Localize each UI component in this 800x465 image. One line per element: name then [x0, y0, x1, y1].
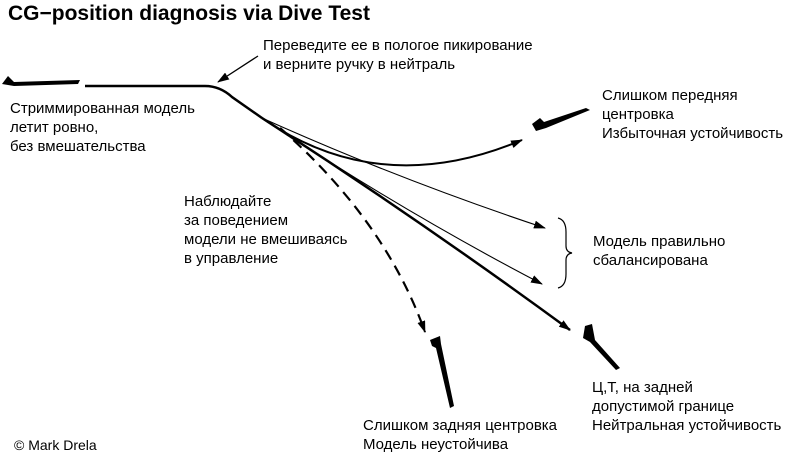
glider-steep-icon: [430, 336, 454, 408]
glider-neutral-icon: [583, 324, 620, 370]
path-too-aft: [279, 127, 427, 333]
brace-icon: [557, 217, 573, 289]
glider-level-icon: [2, 76, 80, 86]
path-balanced-1: [261, 117, 546, 229]
glider-nose-up-icon: [532, 108, 590, 131]
level-flight-path: [85, 84, 263, 120]
copyright: © Mark Drela: [14, 437, 97, 453]
path-too-forward: [261, 117, 523, 167]
diagram-title: CG−position diagnosis via Dive Test: [8, 2, 370, 25]
path-neutral: [261, 116, 571, 332]
callout-arrow: [217, 55, 259, 83]
